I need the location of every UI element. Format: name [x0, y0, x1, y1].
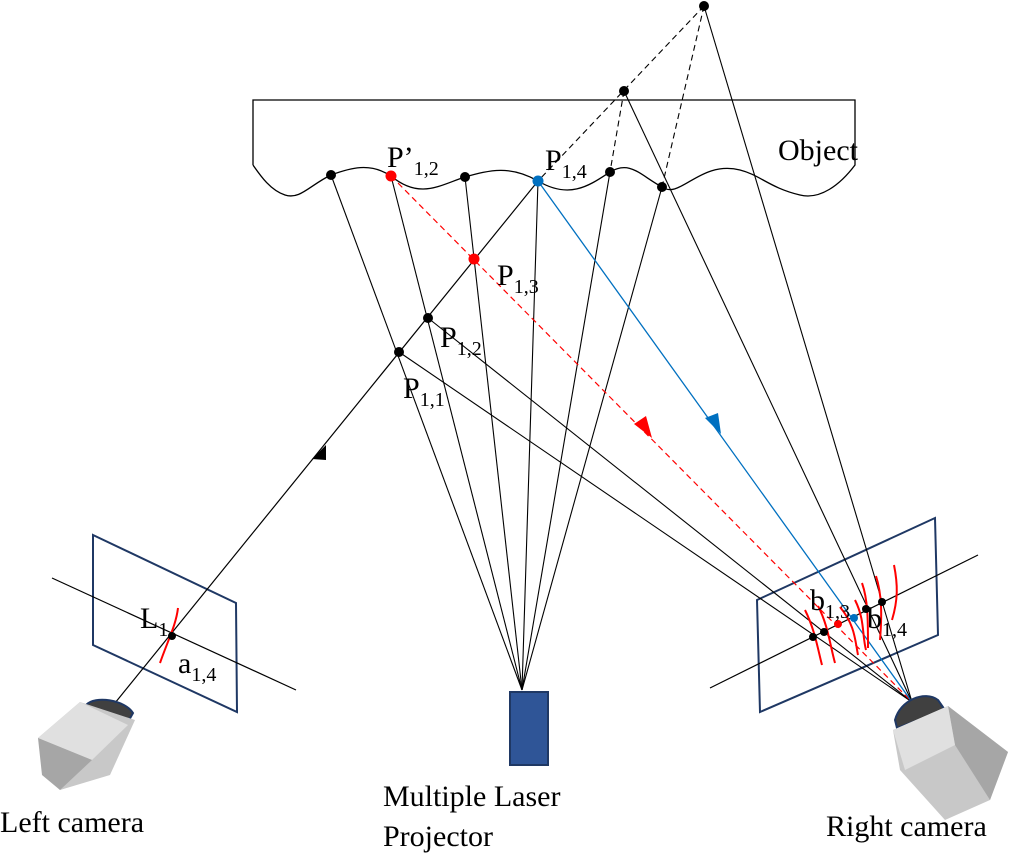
left-camera-ray — [114, 180, 539, 704]
right-epipolar-line — [709, 554, 979, 689]
projector-label-line2: Projector — [383, 820, 493, 853]
label-p12: P1,2 — [440, 321, 482, 360]
label-b14: b1,4 — [867, 602, 907, 641]
left-camera-label: Left camera — [0, 806, 144, 839]
point-b13 — [834, 620, 842, 628]
label-l1: L1 — [140, 602, 168, 641]
object-label: Object — [778, 134, 859, 167]
right-camera-rays — [398, 5, 913, 703]
projector-icon — [509, 691, 549, 766]
left-camera-icon — [38, 698, 135, 790]
blue-ray — [537, 180, 913, 703]
arrow-blue-ray — [705, 413, 721, 434]
red-dashed-ray — [390, 175, 913, 703]
label-p13: P1,3 — [497, 259, 539, 298]
left-image-plane — [92, 533, 239, 714]
right-image-plane — [755, 516, 940, 714]
projector-label-line1: Multiple Laser — [383, 780, 560, 813]
point-b14-blue — [850, 614, 858, 622]
dashed-virtual-rays — [537, 5, 705, 188]
arrow-left-ray — [312, 445, 326, 460]
point-p12-prime — [385, 170, 397, 182]
label-p14: P1,4 — [545, 144, 587, 183]
right-camera-icon — [893, 695, 1008, 820]
point-p13 — [468, 253, 480, 265]
points — [168, 1, 886, 641]
label-p11: P1,1 — [403, 372, 445, 411]
label-a14: a1,4 — [178, 647, 216, 686]
point-p14 — [532, 175, 544, 187]
right-camera-label: Right camera — [826, 810, 987, 843]
arrow-red-ray — [634, 416, 652, 438]
label-p12-prime: P’1,2 — [387, 141, 439, 180]
projector-rays — [330, 171, 663, 691]
label-b13: b1,3 — [810, 584, 850, 623]
